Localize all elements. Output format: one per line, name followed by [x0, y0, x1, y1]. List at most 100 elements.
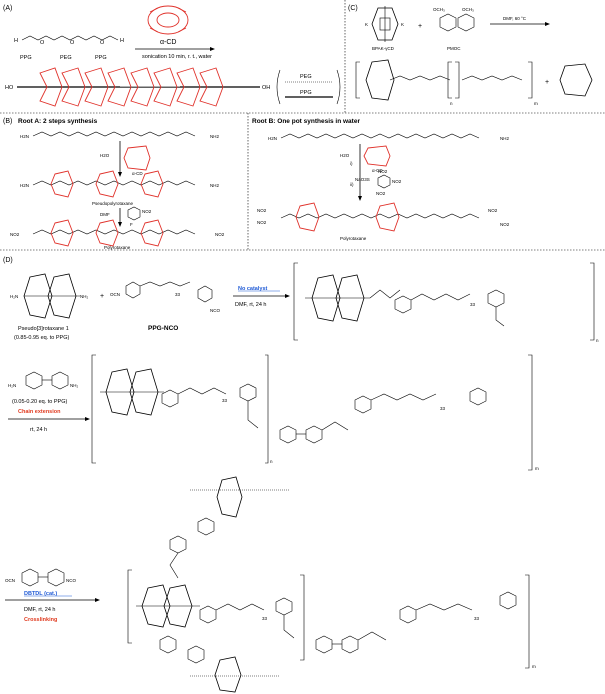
svg-text:K: K	[365, 22, 368, 27]
route-a-title: Root A: 2 steps synthesis	[18, 118, 98, 125]
dbtdl-label: DBTDL (cat.)	[24, 591, 57, 597]
svg-text:m: m	[535, 466, 539, 471]
svg-text:33: 33	[474, 616, 480, 621]
conditions-a: sonication 10 min, r. t., water	[142, 54, 212, 60]
svg-text:n: n	[270, 459, 273, 464]
svg-text:NO2: NO2	[500, 222, 510, 227]
svg-text:33: 33	[470, 302, 476, 307]
alpha-cd-icon	[147, 5, 189, 35]
svg-text:OCN: OCN	[110, 292, 120, 297]
svg-text:H: H	[14, 38, 18, 44]
panel-c: (C) K K BPAK-γCD + OCH₃ OCH₃ PMOC DMF, 6…	[348, 5, 593, 106]
label-polyrotaxane-b: Polyrotaxane	[340, 236, 367, 241]
block-peg: PEG	[60, 55, 72, 61]
svg-text:NO2: NO2	[215, 232, 225, 237]
legend-peg: PEG	[300, 74, 312, 80]
polyrotaxane-rings-a	[50, 219, 164, 247]
svg-text:n: n	[596, 338, 599, 343]
svg-text:NH2: NH2	[210, 134, 219, 139]
triblock-chain	[21, 35, 119, 41]
conditions-c: DMF, 60 °C	[503, 16, 527, 21]
svg-text:DMF: DMF	[100, 212, 110, 217]
svg-text:NO2: NO2	[378, 169, 388, 174]
svg-text:n: n	[450, 101, 453, 106]
chain-extender-structure: H₂N NH₂	[8, 371, 78, 390]
end-oh: OH	[262, 85, 270, 91]
svg-text:NH₂: NH₂	[70, 383, 78, 388]
svg-text:H2O: H2O	[340, 153, 350, 158]
svg-text:NO2: NO2	[257, 220, 267, 225]
route-a-chain-1	[32, 131, 196, 137]
acd-icon-route-a	[123, 145, 151, 171]
svg-text:NaO3S: NaO3S	[355, 177, 370, 182]
panel-c-label: (C)	[348, 5, 358, 12]
route-b-title: Root B: One pot synthesis in water	[252, 118, 360, 125]
svg-text:NO2: NO2	[376, 191, 386, 196]
reagent-acd: α-CD	[160, 39, 177, 46]
reagent-pmoc: PMOC	[447, 46, 461, 51]
pseudo-rings-a	[50, 170, 164, 198]
ppg-nco-structure: OCN 33 NCO	[110, 281, 220, 313]
diisocyanate-structure: OCN NCO	[5, 568, 76, 587]
svg-text:α-CD: α-CD	[372, 168, 383, 173]
svg-text:ii): ii)	[350, 182, 354, 187]
dnfb-structure: NO2 F	[127, 206, 152, 227]
svg-text:m: m	[532, 664, 536, 669]
threaded-cd-rings	[39, 67, 224, 107]
conditions-d1: DMF, rt, 24 h	[235, 302, 266, 308]
svg-text:OCH₃: OCH₃	[433, 7, 445, 12]
svg-text:NO2: NO2	[488, 208, 498, 213]
acd-icon-route-b	[363, 145, 391, 167]
crosslinked-network: 33 33 m	[127, 476, 536, 693]
svg-text:NO2: NO2	[10, 232, 20, 237]
svg-text:H₂N: H₂N	[10, 294, 18, 299]
ppg-nco-label: PPG-NCO	[148, 325, 178, 332]
block-ppg-2: PPG	[95, 55, 107, 61]
svg-text:H2N: H2N	[20, 183, 29, 188]
svg-text:NCO: NCO	[66, 578, 76, 583]
extender-eq: (0.05-0.20 eq. to PPG)	[12, 399, 68, 405]
panel-a: (A) H O O O H PPG PEG PPG α-CD sonicatio…	[3, 5, 341, 107]
svg-text:+: +	[100, 293, 104, 300]
crosslinking-label: Crosslinking	[24, 617, 57, 623]
svg-text:O: O	[100, 40, 105, 46]
svg-text:OCH₃: OCH₃	[462, 7, 474, 12]
svg-text:H2O: H2O	[100, 153, 110, 158]
svg-text:O: O	[40, 40, 45, 46]
product-1: 33 n	[293, 262, 599, 343]
conditions-d3: DMF, rt, 24 h	[24, 607, 55, 613]
svg-text:F: F	[130, 222, 133, 227]
svg-text:H2N: H2N	[268, 136, 277, 141]
svg-text:NCO: NCO	[210, 308, 220, 313]
panel-a-label: (A)	[3, 5, 12, 12]
svg-text:H2N: H2N	[20, 134, 29, 139]
label-pseudopolyrotaxane: Pseudopolyrotaxane	[92, 201, 134, 206]
block-ppg-1: PPG	[20, 55, 32, 61]
svg-text:OCN: OCN	[5, 578, 15, 583]
pmoc-structure: OCH₃ OCH₃	[433, 7, 475, 32]
pseudo-name: Pseudo[3]rotaxane 1	[18, 326, 69, 332]
panel-b: (B) Root A: 2 steps synthesis Root B: On…	[3, 118, 510, 250]
panel-c-product: n m +	[355, 59, 593, 106]
route-b-chain	[280, 133, 480, 139]
svg-text:33: 33	[222, 398, 228, 403]
svg-text:+: +	[545, 79, 549, 86]
legend-ppg: PPG	[300, 90, 312, 96]
svg-text:+: +	[418, 23, 422, 30]
panel-d: (D) H₂N NH₂ Pseudo[3]rotaxane 1 (0.85-0.…	[3, 257, 599, 693]
svg-text:NO2: NO2	[392, 179, 402, 184]
svg-text:m: m	[534, 101, 538, 106]
svg-text:NH2: NH2	[210, 183, 219, 188]
conditions-d2: rt, 24 h	[30, 427, 47, 433]
svg-text:O: O	[70, 40, 75, 46]
svg-text:K: K	[401, 22, 404, 27]
product-2: 33 n 33 m	[91, 354, 539, 471]
panel-d-label: (D)	[3, 257, 13, 264]
label-polyrotaxane-a: Polyrotaxane	[104, 245, 131, 250]
pseudo-rotaxane-1: H₂N NH₂	[10, 273, 88, 319]
chain-extension-label: Chain extension	[18, 409, 61, 415]
reagent-bpak: BPAK-γCD	[372, 46, 395, 51]
svg-text:NH₂: NH₂	[80, 294, 88, 299]
